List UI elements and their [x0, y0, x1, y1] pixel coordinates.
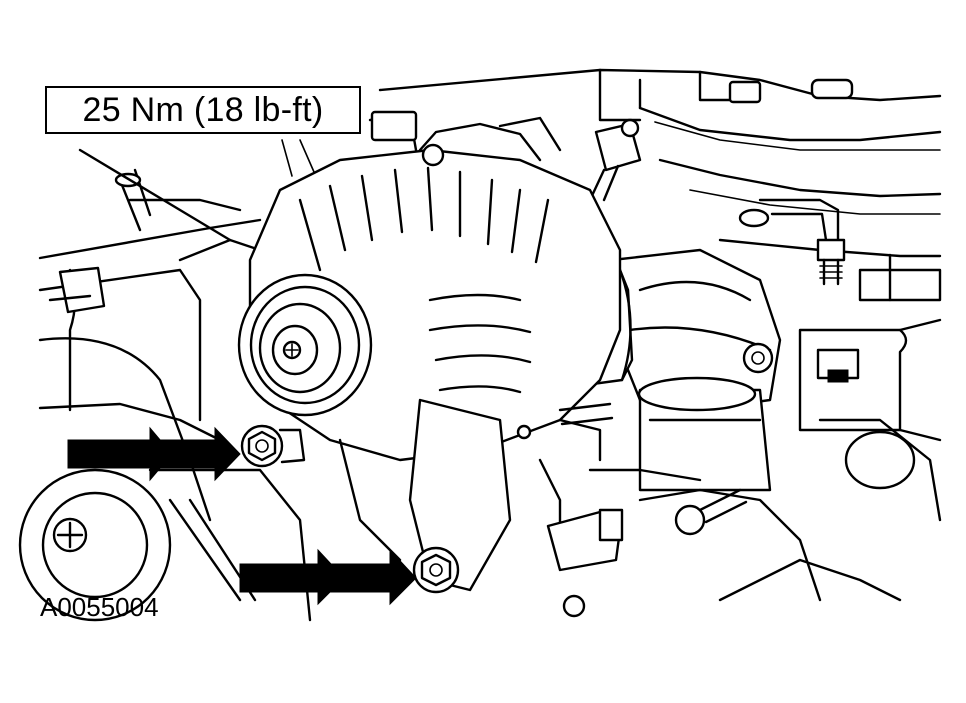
generator-fins	[298, 166, 550, 394]
intake-manifold	[378, 68, 942, 302]
figure-id: A0055004	[40, 592, 159, 622]
connector	[798, 318, 942, 442]
torque-callout: 25 Nm (18 lb-ft)	[82, 90, 324, 129]
leader-lines	[281, 139, 315, 177]
lower-mounting-bolt	[412, 546, 460, 594]
upper-bolt-arrow	[67, 426, 241, 482]
lower-bolt-arrow	[239, 548, 417, 606]
left-engine-block	[38, 148, 262, 522]
upper-mounting-bolt	[240, 424, 306, 468]
fuel-rail	[738, 198, 846, 286]
lower-bracket	[538, 418, 942, 618]
generator-pulley	[237, 273, 373, 417]
sensor-connector-top	[588, 118, 642, 202]
torque-callout-box: 25 Nm (18 lb-ft)	[45, 86, 361, 134]
